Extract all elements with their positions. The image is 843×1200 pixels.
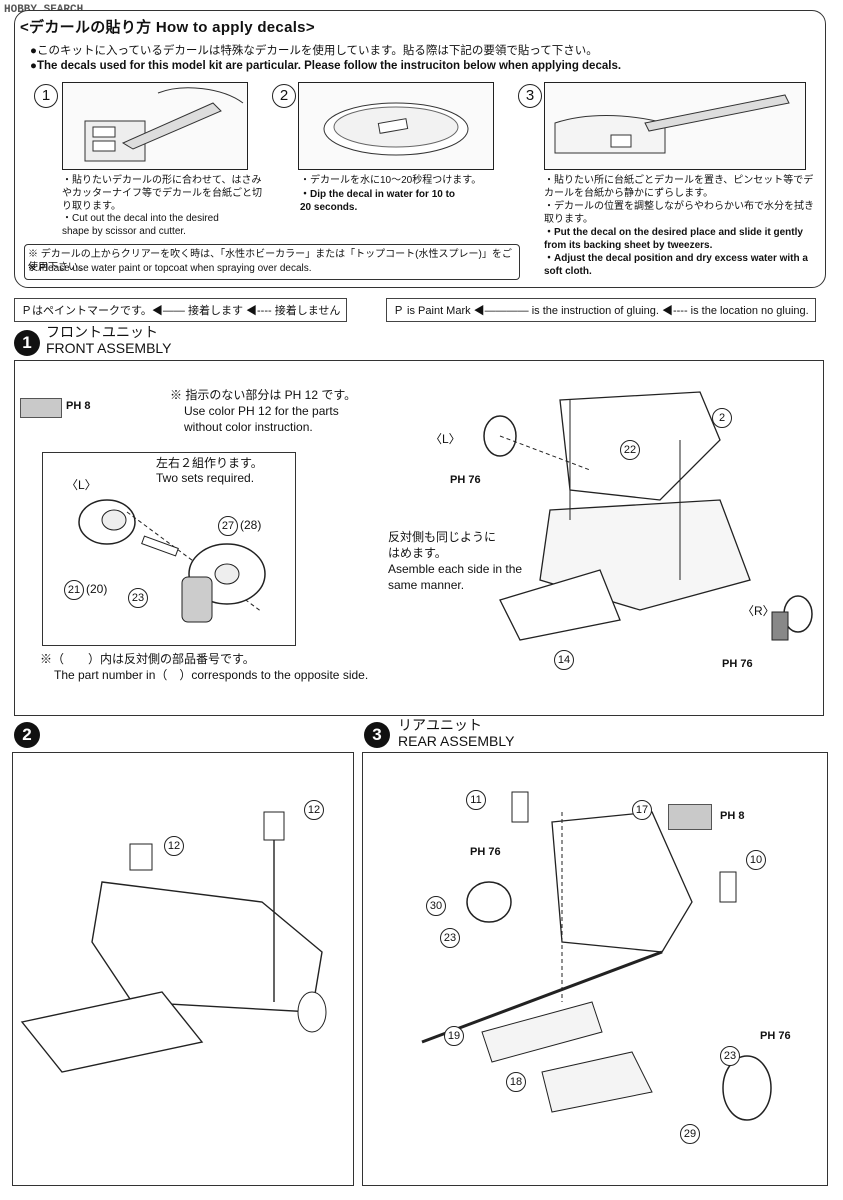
inset-left-label: 〈L〉 xyxy=(66,478,97,492)
left-side-label: 〈L〉 xyxy=(430,432,461,446)
legend-en: Ｐ is Paint Mark ◀―――― is the instruction… xyxy=(386,298,816,322)
decal-step-3-ja2: ・デカールの位置を調整しながらやわらかい布で水分を拭き取ります。 xyxy=(544,201,814,225)
right-brake-color: PH 76 xyxy=(722,658,753,670)
decal-step-3-number: 3 xyxy=(518,84,542,108)
part-14: 14 xyxy=(554,650,574,670)
front-suspension-drawing xyxy=(483,391,813,641)
left-brake-color: PH 76 xyxy=(450,474,481,486)
color-swatch xyxy=(20,398,62,418)
side-note-ja-2: はめます。 xyxy=(388,546,447,560)
part-17: 17 xyxy=(632,800,652,820)
decal-step-1-number: 1 xyxy=(34,84,58,108)
part-2: 2 xyxy=(712,408,732,428)
step-3-color-swatch xyxy=(668,804,712,830)
decal-step-2-ja: ・デカールを水に10〜20秒程つけます。 xyxy=(300,175,482,186)
side-note-ja-1: 反対側も同じように xyxy=(388,530,497,544)
decal-step-3-en2: ・Adjust the decal position and dry exces… xyxy=(544,253,808,277)
step-1-note-en-1: Use color PH 12 for the parts xyxy=(184,404,339,418)
chassis-drawing xyxy=(20,811,327,1073)
step-1-foot-ja: ※（ ）内は反対側の部品番号です。 xyxy=(40,652,255,666)
step-2-number: 2 xyxy=(14,722,40,748)
step-1-title-ja: フロントユニット xyxy=(46,324,158,340)
part-20-paren: (20) xyxy=(86,582,108,596)
part-18: 18 xyxy=(506,1072,526,1092)
decal-note-box xyxy=(24,244,520,280)
decal-note-en: ※ Please use water paint or topcoat when… xyxy=(28,263,312,274)
step-1-foot-en: The part number in（ ）corresponds to the … xyxy=(54,668,369,682)
rear-suspension-drawing xyxy=(421,791,772,1121)
decal-step-2-number: 2 xyxy=(272,84,296,108)
inset-en: Two sets required. xyxy=(156,471,255,485)
part-28-paren: (28) xyxy=(240,518,262,532)
step-3-right-color: PH 76 xyxy=(760,1030,791,1042)
swatch-color-code: PH 8 xyxy=(66,400,91,412)
legend-ja: Ｐはペイントマークです。◀―― 接着します ◀‐‐‐‐ 接着しません xyxy=(14,298,348,322)
step-2-part-12-lower: 12 xyxy=(164,836,184,856)
decal-title: <デカールの貼り方 How to apply decals> xyxy=(20,19,315,36)
step-1-note-en-2: without color instruction. xyxy=(184,420,313,434)
decal-intro-en: ●The decals used for this model kit are … xyxy=(30,60,622,72)
part-21: 21 xyxy=(64,580,84,600)
step-3-swatch-code: PH 8 xyxy=(720,810,745,822)
step-3-title-ja: リアユニット xyxy=(398,717,482,733)
part-10: 10 xyxy=(746,850,766,870)
step-2-part-12-upper: 12 xyxy=(304,800,324,820)
decal-step-1-illustration xyxy=(62,82,248,170)
part-30: 30 xyxy=(426,896,446,916)
decal-step-2-illustration xyxy=(298,82,494,170)
decal-step-1-ja: ・貼りたいデカールの形に合わせて、はさみやカッターナイフ等でデカールを台紙ごと切… xyxy=(62,175,262,212)
part-23: 23 xyxy=(128,588,148,608)
step-3-left-color: PH 76 xyxy=(470,846,501,858)
side-note-en-1: Asemble each side in the xyxy=(388,562,523,576)
part-23-upper: 23 xyxy=(440,928,460,948)
decal-step-1-en: ・Cut out the decal into the desired shap… xyxy=(62,213,219,237)
decal-step-3-en: ・Put the decal on the desired place and … xyxy=(544,227,803,251)
part-29: 29 xyxy=(680,1124,700,1144)
step-1-number: 1 xyxy=(14,330,40,356)
water-dish-drawing xyxy=(323,102,469,156)
apply-decal-drawing xyxy=(554,94,790,154)
decal-intro-ja: ●このキットに入っているデカールは特殊なデカールを使用しています。貼る際は下記の… xyxy=(30,45,598,57)
part-11: 11 xyxy=(466,790,486,810)
part-19: 19 xyxy=(444,1026,464,1046)
right-side-label: 〈R〉 xyxy=(742,604,775,618)
decal-step-3-illustration xyxy=(544,82,806,170)
decal-note-ja: ※ デカールの上からクリアーを吹く時は、「水性ホビーカラー」または「トップコート… xyxy=(28,249,512,273)
step-1-title-en: FRONT ASSEMBLY xyxy=(46,340,172,356)
cut-decal-drawing xyxy=(84,87,244,162)
side-note-en-2: same manner. xyxy=(388,578,465,592)
inset-ja: 左右２組作ります。 xyxy=(156,456,263,470)
brake-disc-drawing xyxy=(78,499,266,623)
step-3-number: 3 xyxy=(364,722,390,748)
decal-step-2-en: ・Dip the decal in water for 10 to 20 sec… xyxy=(300,189,456,213)
step-3-title-en: REAR ASSEMBLY xyxy=(398,733,515,749)
decal-step-3-ja: ・貼りたい所に台紙ごとデカールを置き、ピンセット等でデカールを台紙から静かにずら… xyxy=(544,175,814,199)
part-23-lower: 23 xyxy=(720,1046,740,1066)
part-22: 22 xyxy=(620,440,640,460)
step-1-note-ja: ※ 指示のない部分は PH 12 です。 xyxy=(170,388,357,402)
part-27: 27 xyxy=(218,516,238,536)
